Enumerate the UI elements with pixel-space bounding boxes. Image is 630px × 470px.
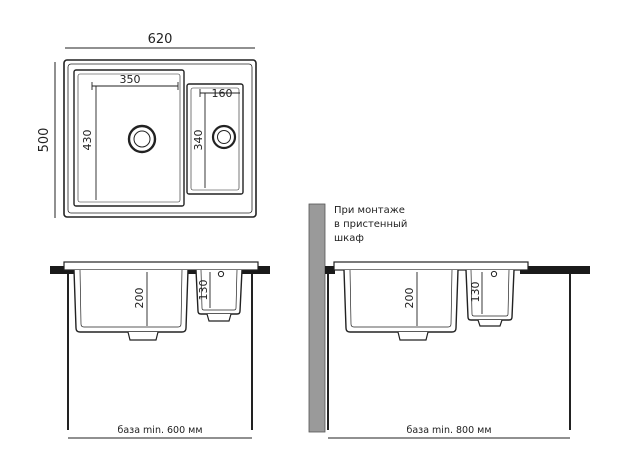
front-left-base-label: база min. 600 мм [117, 425, 202, 436]
small-bowl-body-right-inner [470, 269, 510, 317]
big-bowl-drain-inner [133, 130, 151, 148]
sink-outline [63, 59, 257, 218]
front-view-right [308, 203, 590, 439]
overflow-hole-right [490, 270, 498, 278]
sink-rim-left [63, 261, 259, 271]
big-drain-left [127, 331, 159, 341]
big-drain-right [397, 331, 429, 341]
front-left-big-depth: 200 [133, 288, 146, 309]
front-view-left [50, 261, 270, 439]
front-right-big-depth: 200 [403, 288, 416, 309]
wall-note-line-1: При монтаже [334, 205, 405, 216]
small-bowl-width-label: 160 [212, 87, 233, 100]
big-bowl-body-left [73, 269, 189, 333]
front-right-base-label: база min. 800 мм [406, 425, 491, 436]
small-bowl-top [186, 83, 244, 195]
countertop-right [520, 266, 590, 274]
sink-inner-rim [67, 63, 253, 214]
small-bowl-drain-outer [211, 124, 237, 150]
height-label: 500 [37, 128, 52, 153]
width-label: 620 [148, 32, 173, 47]
overflow-hole-left [217, 270, 225, 278]
big-bowl-body-left-inner [79, 269, 183, 328]
front-right-small-depth: 130 [469, 282, 482, 303]
wall [308, 203, 326, 433]
big-bowl-drain-outer [127, 124, 157, 154]
small-drain-left [206, 313, 232, 322]
big-bowl-top [73, 69, 185, 207]
top-view [54, 47, 257, 218]
front-left-small-depth: 130 [197, 280, 210, 301]
big-bowl-width-label: 350 [120, 73, 141, 86]
wall-note-line-3: шкаф [334, 233, 364, 244]
big-bowl-depth-label: 430 [81, 130, 94, 151]
small-bowl-top-inner [190, 87, 240, 191]
small-drain-right [477, 319, 503, 327]
small-bowl-depth-label: 340 [192, 130, 205, 151]
big-bowl-body-right [343, 269, 459, 333]
small-bowl-body-left-inner [200, 269, 238, 311]
countertop-right-left [325, 266, 335, 274]
small-bowl-drain-inner [217, 130, 231, 144]
sink-rim-right [333, 261, 529, 271]
big-bowl-body-right-inner [349, 269, 453, 328]
wall-note-line-2: в пристенный [334, 219, 407, 230]
big-bowl-top-inner [77, 73, 181, 203]
